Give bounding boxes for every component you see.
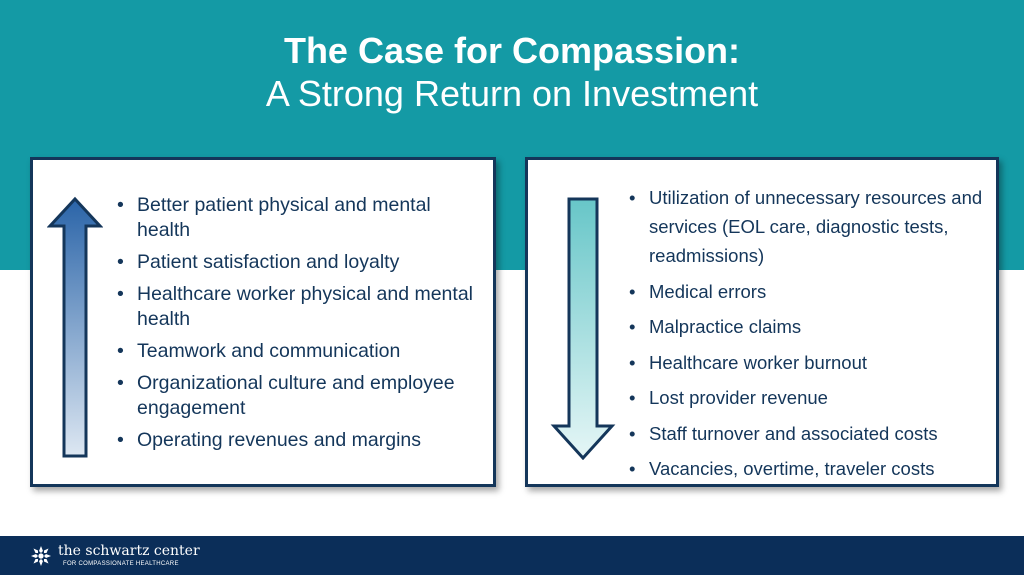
list-item: Staff turnover and associated costs (629, 419, 989, 448)
list-item: Organizational culture and employee enga… (117, 371, 477, 421)
down-arrow-icon (550, 197, 616, 460)
list-item: Vacancies, overtime, traveler costs (629, 454, 989, 483)
list-item: Healthcare worker physical and mental he… (117, 282, 477, 332)
list-item: Patient satisfaction and loyalty (117, 250, 477, 275)
up-arrow-icon (47, 196, 103, 458)
list-item: Better patient physical and mental healt… (117, 193, 477, 243)
list-item: Medical errors (629, 277, 989, 306)
reductions-card: Utilization of unnecessary resources and… (525, 157, 999, 487)
title-line-1: The Case for Compassion: (283, 30, 741, 71)
logo-name: the schwartz center (58, 543, 200, 559)
benefits-card: Better patient physical and mental healt… (30, 157, 496, 487)
list-item: Utilization of unnecessary resources and… (629, 183, 989, 270)
title-line-2: A Strong Return on Investment (265, 73, 759, 114)
benefits-list: Better patient physical and mental healt… (117, 193, 477, 460)
list-item: Malpractice claims (629, 312, 989, 341)
footer-bar: the schwartz center FOR COMPASSIONATE HE… (0, 536, 1024, 575)
list-item: Lost provider revenue (629, 383, 989, 412)
list-item: Healthcare worker burnout (629, 348, 989, 377)
logo-tagline: FOR COMPASSIONATE HEALTHCARE (63, 561, 179, 567)
reductions-list: Utilization of unnecessary resources and… (629, 183, 989, 490)
list-item: Operating revenues and margins (117, 428, 477, 453)
schwartz-center-logo-icon (31, 546, 51, 566)
list-item: Teamwork and communication (117, 339, 477, 364)
slide-title: The Case for Compassion: A Strong Return… (0, 30, 1024, 116)
